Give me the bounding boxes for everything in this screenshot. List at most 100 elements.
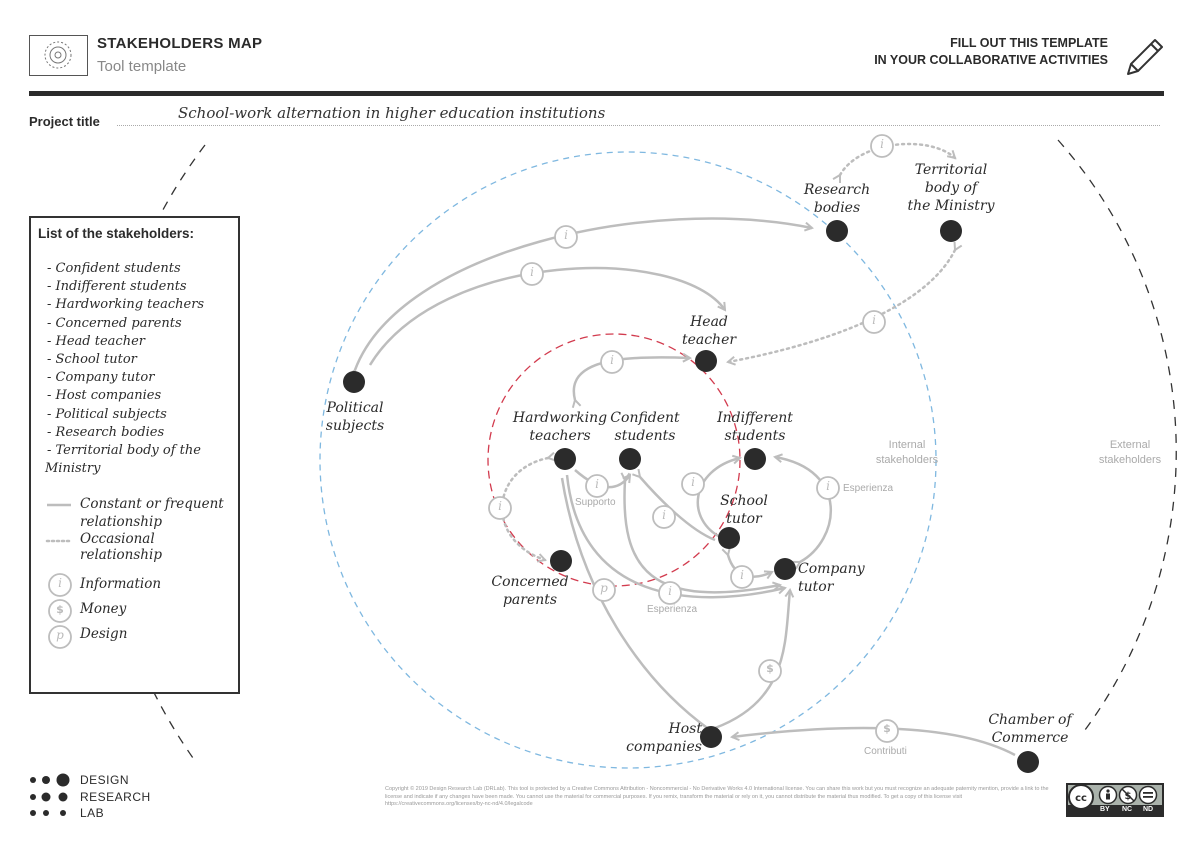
project-title-label: Project title <box>29 114 100 129</box>
page-subtitle: Tool template <box>97 58 187 75</box>
edge-political-research <box>355 217 812 370</box>
project-title-underline <box>117 125 1160 126</box>
info-badge <box>488 496 512 520</box>
list-item: - Political subjects <box>47 406 167 422</box>
design-badge <box>592 578 616 602</box>
node-territorial-body <box>940 220 962 242</box>
cc-nd-label: ND <box>1143 806 1154 813</box>
money-icon: $ <box>56 603 64 616</box>
node-host-companies <box>700 726 722 748</box>
copyright-notice: Copyright © 2019 Design Research Lab (DR… <box>385 786 1049 807</box>
node-confident-students <box>619 448 641 470</box>
money-icon: $ <box>766 662 774 675</box>
occasional-line-icon <box>45 539 73 543</box>
target-icon <box>44 41 72 69</box>
info-badge <box>862 310 886 334</box>
design-icon: p <box>56 628 64 642</box>
info-badge <box>870 134 894 158</box>
stakeholder-list: - Confident students - Indifferent stude… <box>45 260 237 478</box>
cta-text: FILL OUT THIS TEMPLATE IN YOUR COLLABORA… <box>874 35 1108 69</box>
node-political-subjects <box>343 371 365 393</box>
info-icon: i <box>872 313 876 327</box>
cc-icon: cc $ <box>1066 783 1164 817</box>
info-badge <box>816 476 840 500</box>
cc-nc-label: NC <box>1122 806 1133 813</box>
edge-label-esperienza: Esperienza <box>843 483 894 494</box>
edge-host-company <box>714 590 790 730</box>
info-icon: i <box>662 508 666 522</box>
header-rule <box>29 91 1164 96</box>
node-company-tutor <box>774 558 796 580</box>
info-badge <box>730 565 754 589</box>
info-badge <box>658 581 682 605</box>
list-item: - Head teacher <box>47 333 145 349</box>
info-icon: i <box>826 479 830 493</box>
edge-hardworking-head <box>574 357 690 400</box>
node-research-bodies <box>826 220 848 242</box>
list-item: - Confident students <box>47 261 181 276</box>
tool-logo <box>29 35 88 76</box>
node-school-tutor <box>718 527 740 549</box>
page-title: STAKEHOLDERS MAP <box>97 35 263 52</box>
legend-title: List of the stakeholders: <box>38 226 195 241</box>
cta-line-1: FILL OUT THIS TEMPLATE <box>950 36 1108 50</box>
list-item: - Hardworking teachers <box>47 297 205 313</box>
list-item: - Host companies <box>47 388 162 404</box>
edge-label-contributi: Contributi <box>864 746 907 757</box>
node-concerned-parents <box>550 550 572 572</box>
info-icon: i <box>564 228 568 242</box>
edge-political-head <box>368 266 725 366</box>
internal-ring <box>319 151 937 769</box>
node-chamber-commerce <box>1017 751 1039 773</box>
money-badge <box>875 719 899 743</box>
info-icon: i <box>880 137 884 151</box>
list-item: - Indifferent students <box>47 279 187 295</box>
info-icon: i <box>740 568 744 582</box>
svg-text:cc: cc <box>1075 793 1087 804</box>
edge-hardworking-host <box>560 477 711 732</box>
info-icon: i <box>595 477 599 491</box>
cc-license-badge[interactable]: cc $ BY NC ND <box>1066 783 1164 817</box>
node-head-teacher <box>695 350 717 372</box>
info-icon: i <box>610 353 614 367</box>
cta-line-2: IN YOUR COLLABORATIVE ACTIVITIES <box>874 53 1108 67</box>
info-badge <box>600 350 624 374</box>
pencil-icon <box>1127 39 1163 75</box>
drl-wordmark: DESIGN RESEARCH LAB <box>80 773 151 820</box>
info-badge <box>585 474 609 498</box>
info-badge <box>554 225 578 249</box>
design-icon: p <box>600 581 608 595</box>
info-badge <box>681 472 705 496</box>
edge-label-esperienza: Esperienza <box>647 604 698 615</box>
edge-research-territorial <box>840 142 955 175</box>
info-badge <box>520 262 544 286</box>
info-icon: i <box>498 499 502 513</box>
money-legend-icon <box>48 599 72 623</box>
list-item: - Company tutor <box>47 370 155 386</box>
drl-dots-logo <box>30 773 70 816</box>
money-icon: $ <box>883 722 891 735</box>
legend-occasional: Occasional relationship <box>80 531 162 563</box>
cc-by-label: BY <box>1100 806 1110 813</box>
svg-text:$: $ <box>1125 791 1132 802</box>
edge-label-supporto: Supporto <box>575 497 616 508</box>
list-item: Ministry <box>45 461 101 477</box>
list-item: - Research bodies <box>47 424 165 440</box>
edge-company-indifferent <box>775 457 832 562</box>
stakeholders-legend: List of the stakeholders: - Confident st… <box>29 216 240 694</box>
legend-information: Information <box>80 576 162 592</box>
edge-confident-company <box>624 480 780 594</box>
money-badge <box>758 659 782 683</box>
project-title-value[interactable]: School-work alternation in higher educat… <box>178 104 606 122</box>
